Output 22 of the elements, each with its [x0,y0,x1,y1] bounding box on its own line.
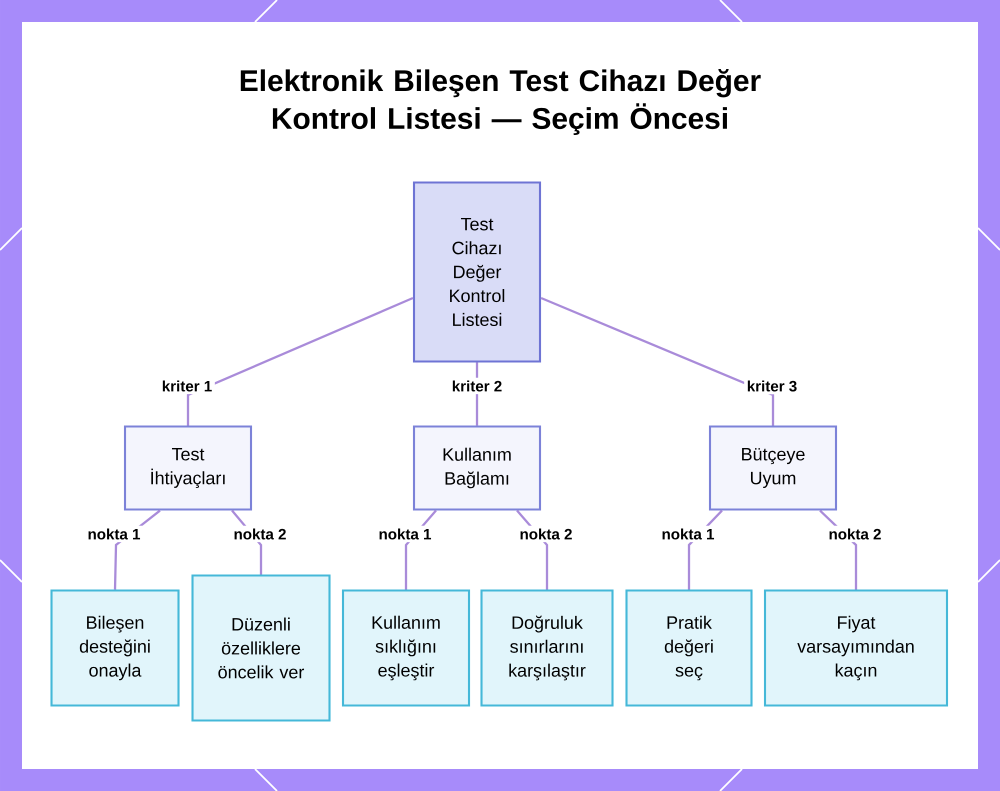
edge-label: kriter 1 [159,378,215,394]
edge-label: kriter 2 [449,378,505,394]
point-box: Bileşen desteğini onayla [50,589,180,707]
edge-label: nokta 1 [376,526,434,542]
point-box: Düzenli özelliklere öncelik ver [191,574,331,722]
criterion-box: Kullanım Bağlamı [412,425,542,511]
root-box: Test Cihazı Değer Kontrol Listesi [412,181,542,363]
edge-label: nokta 1 [658,526,718,542]
point-box: Pratik değeri seç [625,589,753,707]
criterion-box: Bütçeye Uyum [708,425,838,511]
edge-label: nokta 1 [84,526,144,542]
connector-line [186,296,414,426]
title: Elektronik Bileşen Test Cihazı Değer Kontrol Listesi — Seçim Öncesi [240,69,761,135]
edge-label: nokta 2 [516,526,576,542]
edge-label: nokta 2 [230,526,290,542]
edge-label: kriter 3 [744,378,800,394]
point-box: Fiyat varsayımından kaçın [764,589,948,707]
connector-line [540,296,774,426]
edge-label: nokta 2 [826,526,884,542]
point-box: Doğruluk sınırlarını karşılaştır [480,589,614,707]
criterion-box: Test İhtiyaçları [124,425,252,511]
point-box: Kullanım sıklığını eşleştir [342,589,470,707]
